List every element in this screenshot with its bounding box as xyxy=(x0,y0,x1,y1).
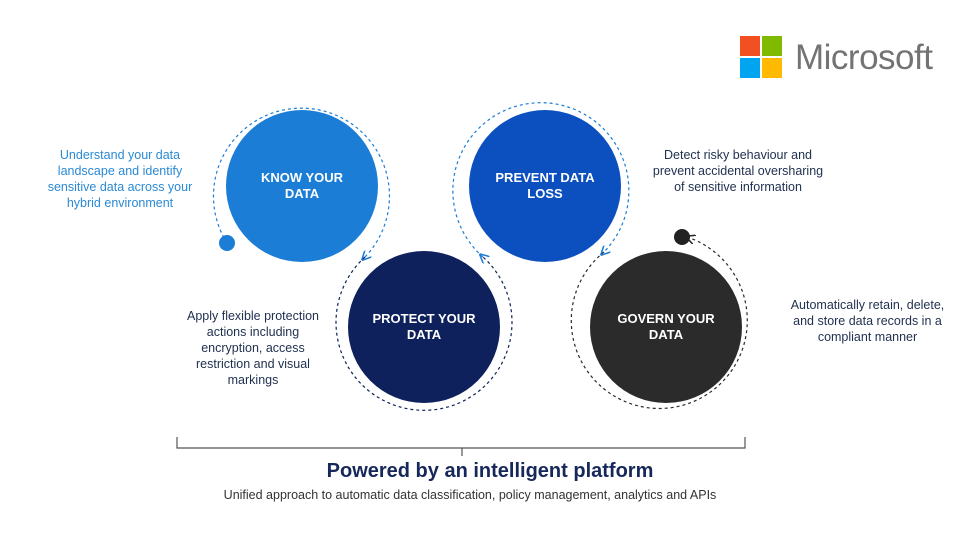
know-start-dot xyxy=(219,235,235,251)
protect-your-data-description: Apply flexible protection actions includ… xyxy=(186,309,320,387)
protect-ring-arc xyxy=(335,257,513,411)
logo-square-blue xyxy=(740,58,760,78)
govern-your-data-label: GOVERN YOUR DATA xyxy=(617,311,715,342)
protect-your-data-circle: PROTECT YOUR DATA xyxy=(348,251,500,403)
govern-end-dot xyxy=(674,229,690,245)
platform-title: Powered by an intelligent platform xyxy=(326,460,654,482)
platform-bracket xyxy=(176,437,746,456)
logo-square-green xyxy=(762,36,782,56)
know-ring-arc xyxy=(212,107,391,257)
logo-square-yellow xyxy=(762,58,782,78)
govern-ring-arc xyxy=(570,238,748,410)
microsoft-wordmark: Microsoft xyxy=(795,38,933,77)
govern-your-data-circle: GOVERN YOUR DATA xyxy=(590,251,742,403)
know-your-data-label: KNOW YOUR DATA xyxy=(260,170,344,201)
prevent-ring-arc xyxy=(452,102,630,258)
microsoft-logo-grid xyxy=(740,36,784,80)
protect-your-data-label: PROTECT YOUR DATA xyxy=(372,311,476,342)
govern-your-data-description: Automatically retain, delete, and store … xyxy=(790,298,945,344)
prevent-data-loss-circle: PREVENT DATA LOSS xyxy=(469,110,621,262)
know-your-data-description: Understand your data landscape and ident… xyxy=(47,148,193,210)
microsoft-logo: Microsoft xyxy=(740,36,950,82)
prevent-data-loss-label: PREVENT DATA LOSS xyxy=(495,170,595,201)
know-your-data-circle: KNOW YOUR DATA xyxy=(226,110,378,262)
platform-subtitle: Unified approach to automatic data class… xyxy=(223,488,717,502)
prevent-data-loss-description: Detect risky behaviour and prevent accid… xyxy=(652,148,824,194)
logo-square-red xyxy=(740,36,760,56)
